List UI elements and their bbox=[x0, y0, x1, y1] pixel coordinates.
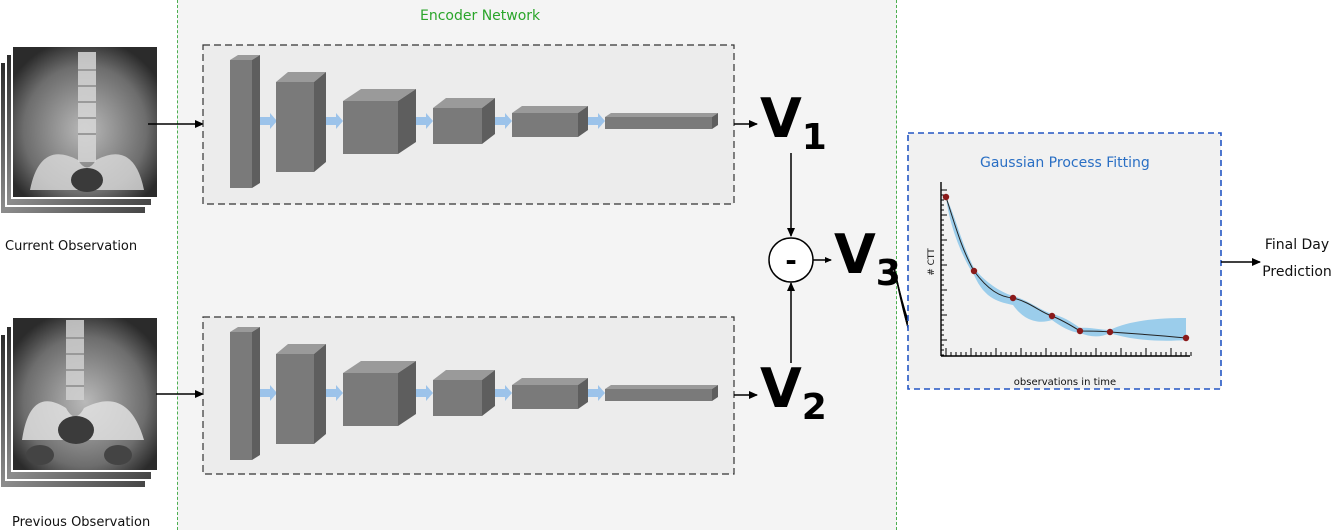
gp-fitting-title: Gaussian Process Fitting bbox=[980, 155, 1150, 171]
conv-block-3 bbox=[343, 89, 416, 154]
gp-plot: # CTT observations in time bbox=[927, 182, 1192, 388]
gp-observation-point bbox=[1182, 334, 1190, 342]
conv-block-1 bbox=[230, 327, 260, 460]
conv-block-5 bbox=[512, 106, 588, 137]
gp-observation-point bbox=[1048, 312, 1056, 320]
previous-observation-xray-stack bbox=[0, 316, 159, 489]
gp-fitting-panel bbox=[907, 132, 1222, 390]
gp-observation-point bbox=[942, 193, 950, 201]
fc-block bbox=[605, 385, 718, 401]
vector-v1-label: V1 bbox=[760, 92, 827, 156]
gp-observation-point bbox=[1076, 327, 1084, 335]
vector-v3-label: V3 bbox=[834, 228, 901, 292]
conv-block-5 bbox=[512, 378, 588, 409]
encoder-network-title: Encoder Network bbox=[420, 8, 541, 24]
final-day-prediction-label: Final Day Prediction bbox=[1252, 232, 1342, 286]
gp-confidence-band bbox=[946, 197, 1186, 341]
v2-index: 2 bbox=[801, 387, 827, 428]
v1-letter: V bbox=[760, 87, 802, 150]
gp-x-axis-label: observations in time bbox=[1014, 377, 1116, 388]
current-observation-caption: Current Observation bbox=[5, 239, 138, 254]
final-line-2: Prediction bbox=[1262, 264, 1332, 280]
v3-letter: V bbox=[834, 223, 876, 286]
current-observation-xray-stack bbox=[0, 45, 159, 215]
gp-y-axis-label: # CTT bbox=[927, 248, 937, 276]
conv-block-4 bbox=[433, 370, 495, 416]
encoder-branch-bottom bbox=[202, 316, 735, 475]
conv-block-4 bbox=[433, 98, 495, 144]
gp-observation-point bbox=[1009, 294, 1017, 302]
v3-index: 3 bbox=[875, 253, 901, 294]
conv-block-2 bbox=[276, 72, 326, 172]
v2-letter: V bbox=[760, 357, 802, 420]
conv-block-1 bbox=[230, 55, 260, 188]
v1-index: 1 bbox=[801, 117, 827, 158]
conv-block-3 bbox=[343, 361, 416, 426]
conv-block-2 bbox=[276, 344, 326, 444]
fc-block bbox=[605, 113, 718, 129]
subtract-operator-symbol: - bbox=[785, 244, 797, 277]
gp-observation-point bbox=[970, 267, 978, 275]
final-line-1: Final Day bbox=[1264, 237, 1330, 253]
vector-v2-label: V2 bbox=[760, 362, 827, 426]
previous-observation-caption: Previous Observation bbox=[12, 515, 151, 530]
gp-observation-point bbox=[1106, 328, 1114, 336]
encoder-branch-top bbox=[202, 44, 735, 205]
